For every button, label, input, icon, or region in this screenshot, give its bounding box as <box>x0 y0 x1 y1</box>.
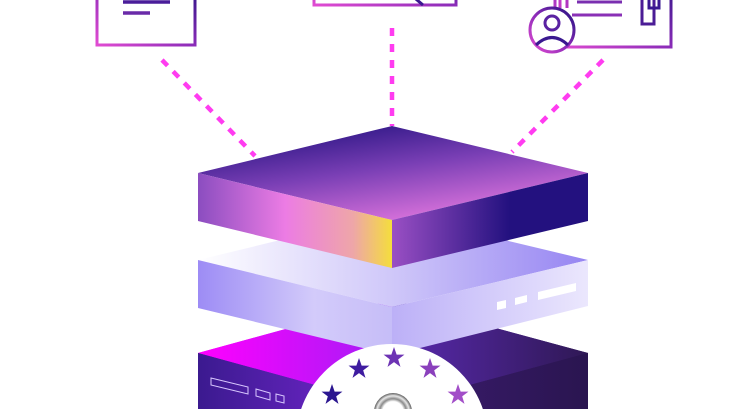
id-badge-icon <box>528 0 673 54</box>
eu-lock-badge <box>301 344 483 409</box>
top-layer <box>198 126 588 268</box>
connector-right <box>510 58 605 154</box>
eu-stars <box>321 347 469 404</box>
port-indicators <box>210 377 285 404</box>
star-icon <box>383 347 405 367</box>
indicator-lights <box>497 283 576 310</box>
star-icon <box>348 358 370 378</box>
star-icon <box>447 384 469 404</box>
document-icon <box>95 0 197 47</box>
connector-left <box>160 58 257 158</box>
padlock-icon <box>374 393 412 409</box>
connector-lines <box>160 28 605 158</box>
star-icon <box>419 358 441 378</box>
star-icon <box>321 384 343 404</box>
envelope-icon <box>312 0 458 7</box>
